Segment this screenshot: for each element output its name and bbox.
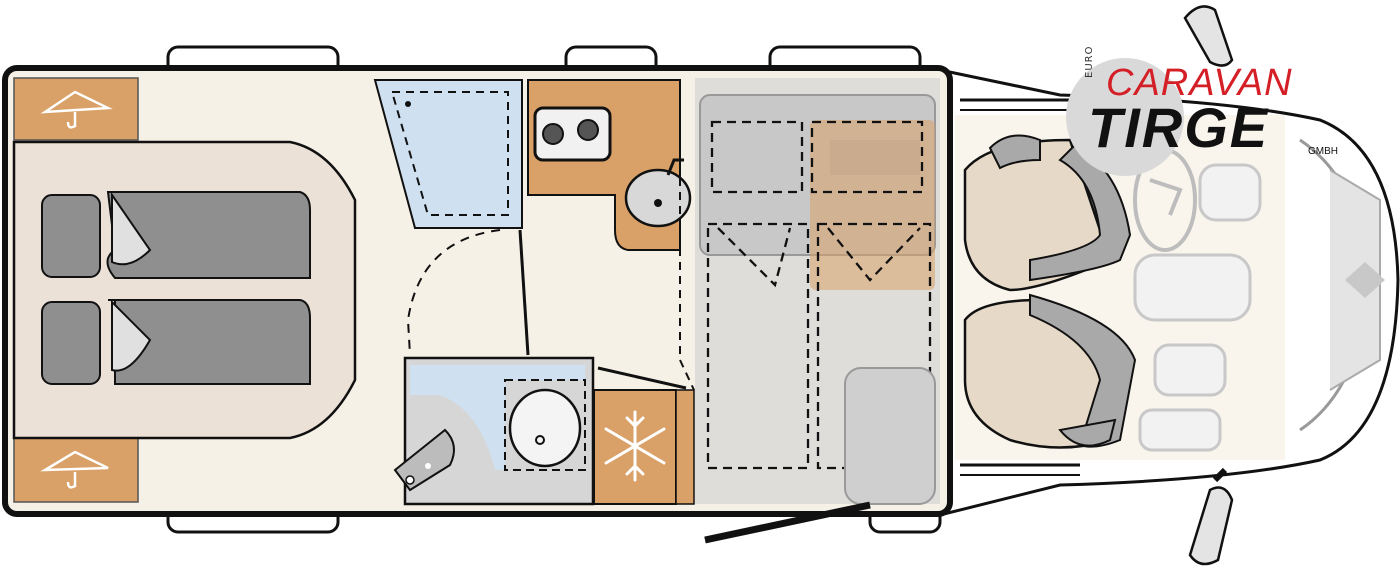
logo-circle [1066, 58, 1184, 176]
kitchen-sink-icon [624, 168, 692, 228]
pillow [41, 194, 101, 278]
logo-caravan-text: CARAVAN [1106, 62, 1293, 104]
logo-gmbh-text: GMBH [1308, 146, 1338, 157]
dashboard-console [1133, 163, 1262, 452]
hook-icon [40, 90, 113, 129]
bed-platform [12, 140, 357, 440]
company-logo: EURO CARAVAN TIRGE GMBH [1066, 46, 1366, 178]
duvet-fold [111, 299, 152, 372]
logo-tirge-text: TIRGE [1088, 96, 1270, 159]
mattress-top [106, 191, 311, 279]
shower-dashed [390, 91, 509, 216]
duvet-fold [111, 191, 152, 266]
bathroom-sink-icon [393, 428, 455, 492]
snowflake-icon [604, 410, 666, 482]
pillow [41, 301, 101, 385]
logo-euro-text: EURO [1084, 45, 1095, 78]
mattress-bottom [108, 299, 311, 385]
shower-cabinet [373, 79, 523, 229]
seat-icon [963, 134, 1132, 292]
toilet-icon [508, 388, 582, 468]
mirror-top [1183, 5, 1234, 67]
door-swing [406, 229, 501, 356]
dashboard-arrow [1345, 262, 1385, 298]
mirror-bottom [1188, 486, 1234, 566]
entry-door [704, 501, 871, 544]
hook-icon [40, 450, 109, 489]
seat-icon [963, 293, 1137, 449]
